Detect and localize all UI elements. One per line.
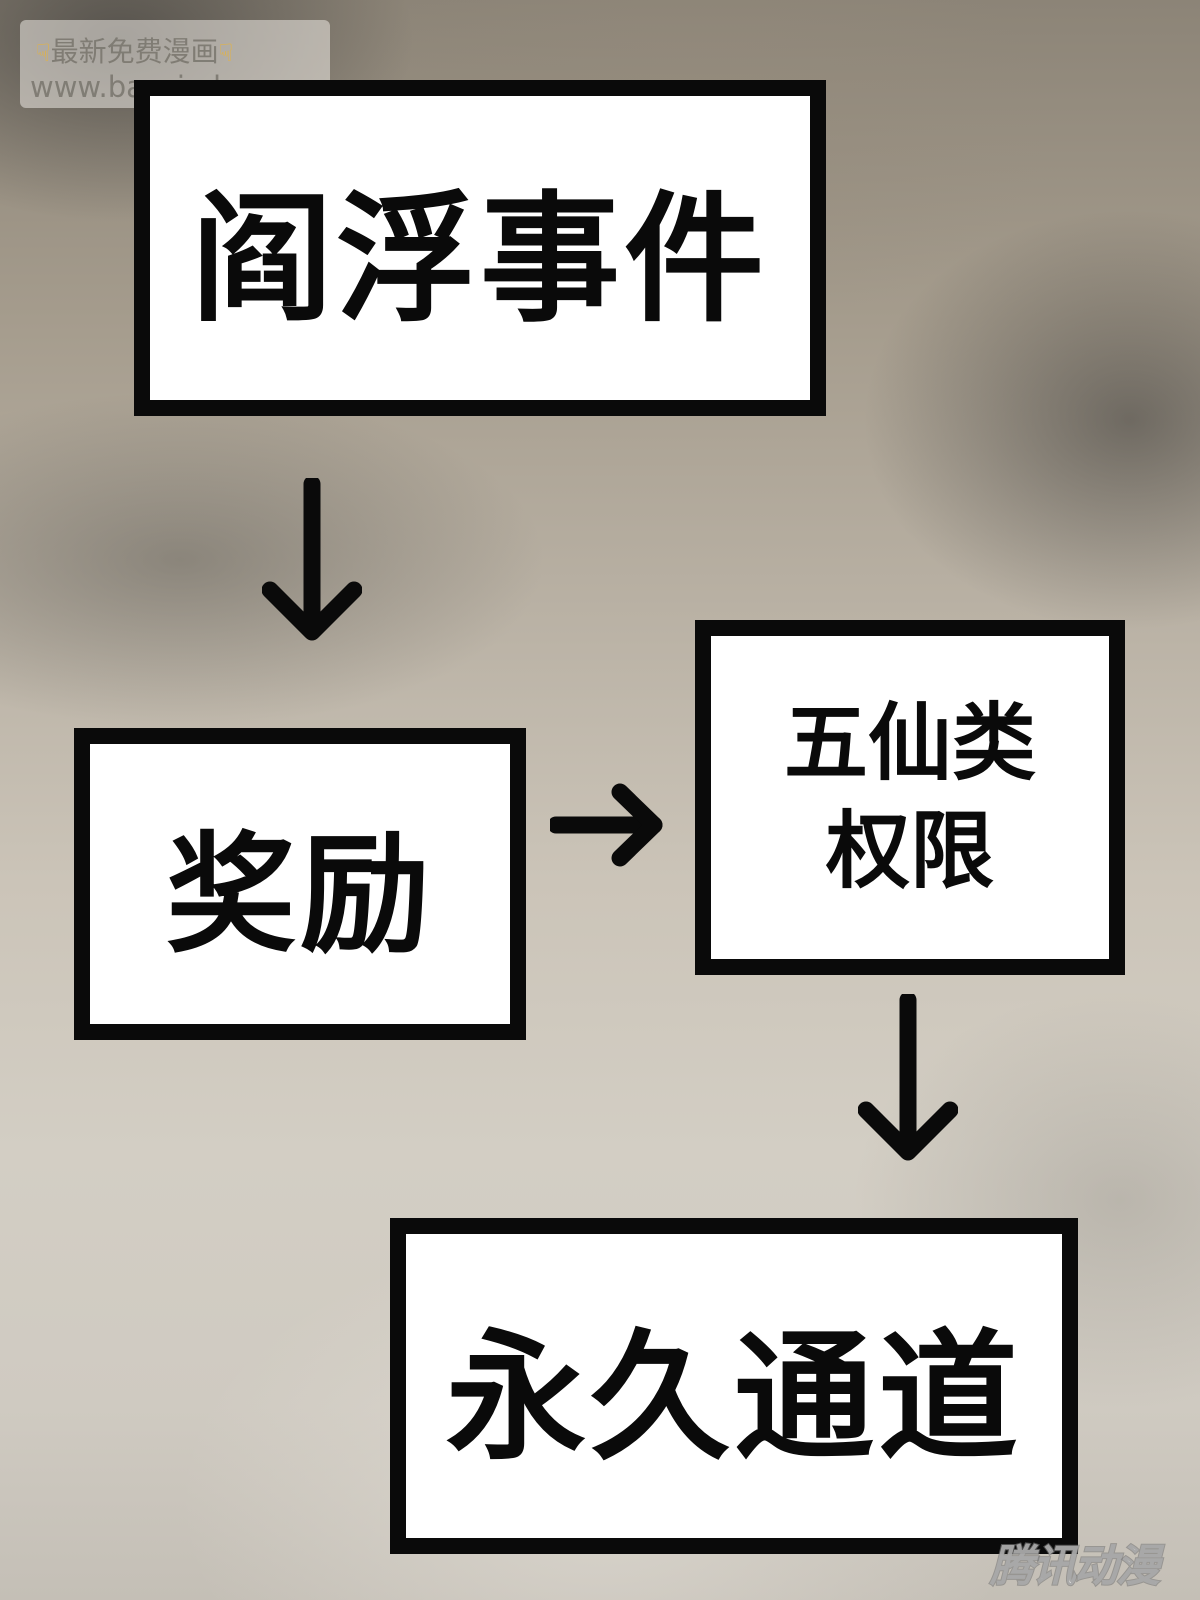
node-permission-line2: 权限 bbox=[825, 801, 994, 900]
pointing-down-hand-icon: ☟ bbox=[218, 39, 234, 67]
node-permission: 五仙类 权限 bbox=[695, 620, 1125, 975]
node-reward-label: 奖励 bbox=[165, 819, 434, 971]
arrow-down-icon bbox=[262, 478, 362, 641]
node-channel: 永久通道 bbox=[390, 1218, 1078, 1554]
watermark-line1: ☟最新免费漫画☟ bbox=[36, 30, 233, 70]
node-channel-label: 永久通道 bbox=[445, 1317, 1022, 1480]
node-reward: 奖励 bbox=[74, 728, 526, 1040]
tencent-comics-logo: 腾讯动漫 bbox=[989, 1540, 1161, 1593]
watermark-slogan: 最新免费漫画 bbox=[50, 35, 219, 68]
arrow-down-icon bbox=[858, 994, 958, 1161]
node-event-label: 阎浮事件 bbox=[191, 179, 768, 342]
node-event: 阎浮事件 bbox=[134, 80, 826, 416]
node-permission-text: 五仙类 权限 bbox=[784, 690, 1036, 905]
pointing-down-hand-icon: ☟ bbox=[36, 39, 51, 67]
arrow-right-icon bbox=[550, 783, 663, 867]
node-permission-line1: 五仙类 bbox=[783, 693, 1036, 792]
